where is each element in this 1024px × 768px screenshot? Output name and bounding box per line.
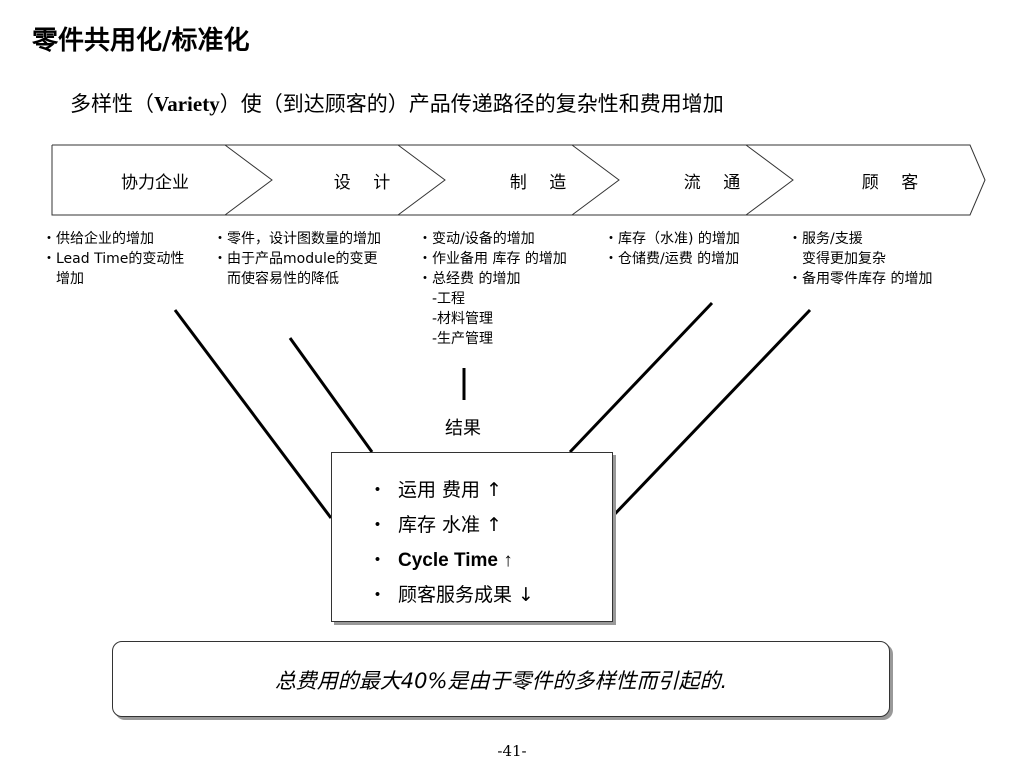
connector-line-5	[609, 308, 812, 520]
detail-line: ・零件，设计图数量的增加	[213, 231, 381, 247]
detail-line: ・变动/设备的增加	[418, 231, 535, 247]
detail-line: 变得更加复杂	[788, 251, 886, 267]
detail-line: ・由于产品module的变更	[213, 251, 378, 267]
connector-line-2	[288, 337, 374, 453]
result-item-text: 顾客服务成果 ↓	[398, 584, 534, 606]
stage-details-supplier: ・供给企业的增加 ・Lead Time的变动性 增加	[42, 229, 184, 289]
chain-outline	[51, 144, 986, 216]
connector-line-1	[173, 309, 333, 519]
result-box: ・运用 费用 ↑ ・库存 水准 ↑ ・Cycle Time ↑ ・顾客服务成果 …	[331, 452, 613, 622]
stage-details-manufacturing: ・变动/设备的增加 ・作业备用 库存 的增加 ・总经费 的增加 -工程 -材料管…	[418, 229, 567, 349]
result-item: ・顾客服务成果 ↓	[368, 580, 534, 607]
chevron-1	[224, 144, 273, 216]
detail-line: ・仓储费/运费 的增加	[604, 251, 740, 267]
result-label: 结果	[445, 418, 481, 439]
bullet: ・	[368, 514, 388, 536]
bullet: ・	[368, 479, 388, 501]
result-item: ・运用 费用 ↑	[368, 475, 502, 502]
detail-line: ・总经费 的增加	[418, 271, 521, 287]
detail-line: ・服务/支援	[788, 231, 863, 247]
detail-line: -材料管理	[418, 311, 494, 327]
stage-details-customer: ・服务/支援 变得更加复杂 ・备用零件库存 的增加	[788, 229, 932, 289]
bullet: ・	[368, 584, 388, 606]
detail-line: ・供给企业的增加	[42, 231, 154, 247]
subtitle-prefix: 多样性（	[70, 92, 154, 116]
page-title: 零件共用化/标准化	[32, 26, 250, 56]
result-item-text: 运用 费用 ↑	[398, 479, 502, 501]
subtitle-suffix: ）使（到达顾客的）产品传递路径的复杂性和费用增加	[219, 92, 724, 116]
summary-text: 总费用的最大40%是由于零件的多样性而引起的.	[274, 669, 728, 693]
stage-label-supplier: 协力企业	[121, 173, 189, 193]
result-item: ・ Cycle Time ↑	[368, 545, 513, 572]
subtitle-bold: Variety	[154, 92, 220, 116]
detail-line: ・Lead Time的变动性	[42, 251, 185, 267]
stage-label-customer: 顾 客	[861, 173, 919, 193]
chevron-2	[397, 144, 446, 216]
result-item-text: Cycle Time ↑	[398, 550, 513, 571]
detail-line: -工程	[418, 291, 466, 307]
detail-line: 增加	[42, 271, 84, 287]
connector-line-4	[568, 301, 714, 454]
summary-box: 总费用的最大40%是由于零件的多样性而引起的.	[112, 641, 890, 717]
result-item-text: 库存 水准 ↑	[398, 514, 502, 536]
bullet: ・	[368, 550, 388, 571]
detail-line: 而使容易性的降低	[213, 271, 339, 287]
stage-details-distribution: ・库存（水准) 的增加 ・仓储费/运费 的增加	[604, 229, 740, 269]
stage-label-distribution: 流 通	[683, 173, 741, 193]
chevron-3	[571, 144, 620, 216]
page-number: -41-	[497, 742, 527, 760]
stage-details-design: ・零件，设计图数量的增加 ・由于产品module的变更 而使容易性的降低	[213, 229, 381, 289]
stage-label-manufacturing: 制 造	[509, 173, 567, 193]
subtitle: 多样性（Variety）使（到达顾客的）产品传递路径的复杂性和费用增加	[70, 88, 724, 118]
result-item: ・库存 水准 ↑	[368, 510, 502, 537]
detail-line: -生产管理	[418, 331, 494, 347]
chevron-4	[745, 144, 794, 216]
detail-line: ・库存（水准) 的增加	[604, 231, 740, 247]
detail-line: ・作业备用 库存 的增加	[418, 251, 567, 267]
stage-label-design: 设 计	[333, 173, 391, 193]
detail-line: ・备用零件库存 的增加	[788, 271, 933, 287]
